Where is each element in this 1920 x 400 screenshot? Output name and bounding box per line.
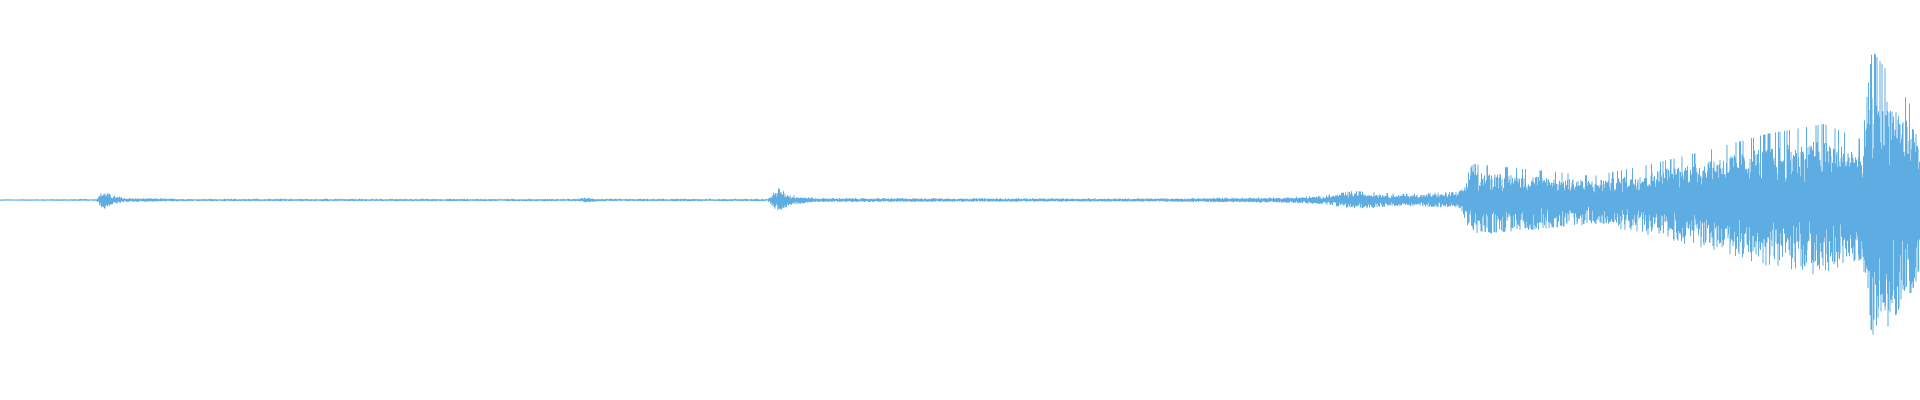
waveform-trace: [0, 53, 1920, 335]
